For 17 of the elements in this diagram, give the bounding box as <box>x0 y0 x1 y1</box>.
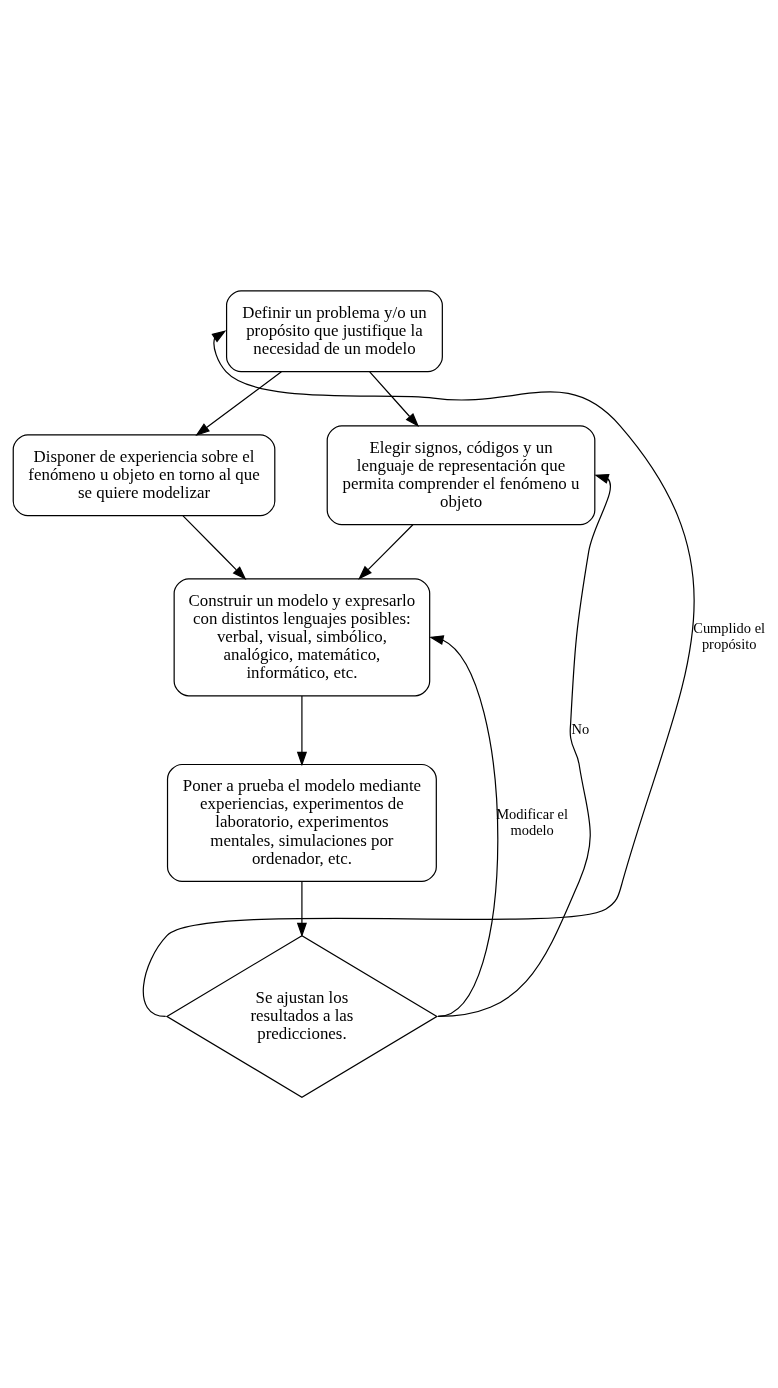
arrow <box>142 330 695 1018</box>
node-box: Construir un modelo y expresarlo con distintos lenguajes posibles: verbal, visual, simbólico, analógico, matemático, informático, etc. <box>173 578 431 697</box>
arrow <box>437 473 612 1018</box>
node-box: Elegir signos, códigos y un lenguaje de representación que permita comprender el fenómeno u objeto <box>326 425 596 526</box>
node-box: Poner a prueba el modelo mediante experiencias, experimentos de laboratorio, experimentos mentales, simulaciones por ordenador, etc. <box>166 763 437 883</box>
arrow <box>429 635 499 1018</box>
node-box: Disponer de experiencia sobre el fenómeno u objeto en torno al que se quiere modelizar <box>12 434 276 517</box>
node-box: Definir un problema y/o un propósito que justifique la necesidad de un modelo <box>225 290 443 373</box>
arrow <box>182 515 247 581</box>
arrow <box>296 695 307 767</box>
edge-label: Cumplido el propósito <box>693 620 766 652</box>
node-diamond: Se ajustan los resultados a las predicciones. <box>165 934 439 1098</box>
arrow <box>195 371 282 436</box>
arrow <box>369 371 420 428</box>
arrow <box>358 524 414 580</box>
edge-label: No <box>571 720 590 737</box>
arrow <box>296 880 307 938</box>
